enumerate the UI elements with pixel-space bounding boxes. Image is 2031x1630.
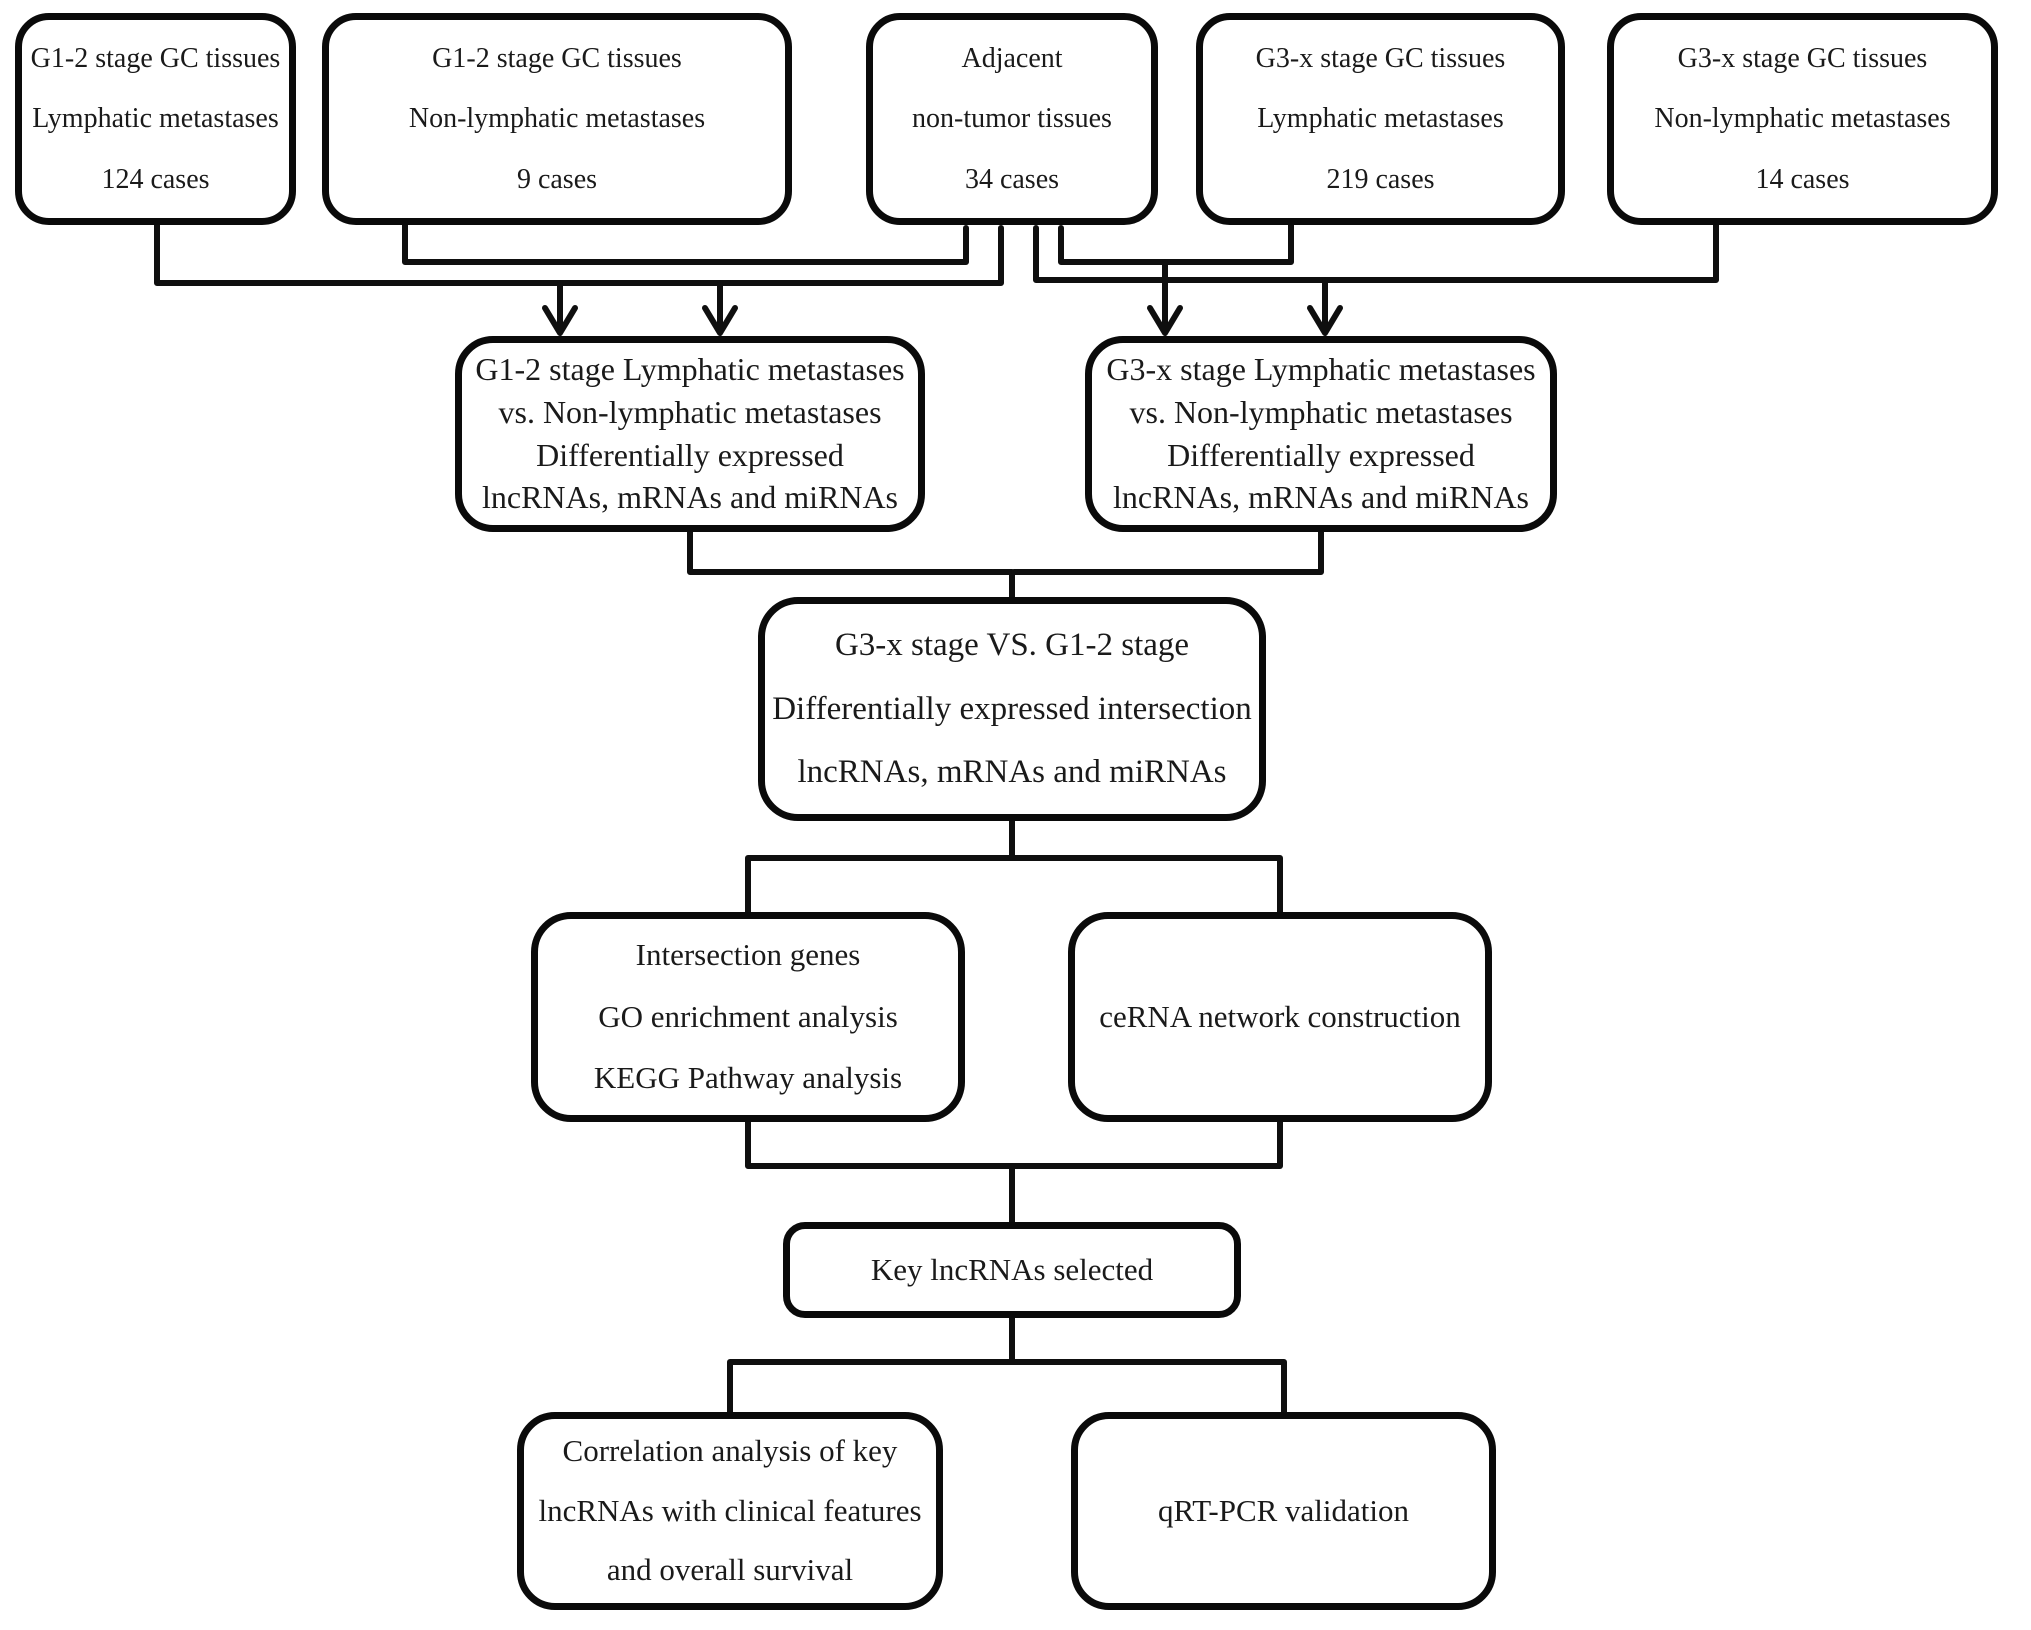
box-g3x-nonlymphatic-cases: G3-x stage GC tissues Non-lymphatic meta… — [1607, 13, 1998, 225]
connector-comparison-left-merge — [687, 529, 1015, 600]
connector-g3x-nonlymphatic-outer — [1033, 221, 1719, 283]
arrowhead-right-1 — [1147, 305, 1183, 336]
arrowhead-left-1 — [542, 305, 578, 336]
box-go-kegg-analysis: Intersection genes GO enrichment analysi… — [531, 912, 965, 1122]
box-text-line: Key lncRNAs selected — [870, 1251, 1154, 1287]
box-text-line: G1-2 stage GC tissues — [432, 42, 682, 74]
box-text-line: G3-x stage VS. G1-2 stage — [834, 627, 1190, 664]
box-cerna-network: ceRNA network construction — [1068, 912, 1492, 1122]
box-text-line: non-tumor tissues — [912, 103, 1112, 135]
connector-final-split-bar — [727, 1359, 1287, 1415]
arrowhead-left-2 — [702, 305, 738, 336]
box-text-line: Lymphatic metastases — [1257, 103, 1504, 135]
box-text-line: vs. Non-lymphatic metastases — [498, 393, 882, 430]
connector-g12-nonlymphatic-inner — [402, 221, 969, 265]
box-text-line: lncRNAs, mRNAs and miRNAs — [481, 479, 898, 516]
box-text-line: lncRNAs with clinical features — [538, 1492, 922, 1528]
box-text-line: KEGG Pathway analysis — [593, 1060, 903, 1096]
box-text-line: Intersection genes — [635, 937, 861, 973]
box-text-line: vs. Non-lymphatic metastases — [1129, 393, 1513, 430]
box-text-line: Lymphatic metastases — [32, 103, 279, 135]
connector-analysis-split-bar — [745, 855, 1283, 915]
box-text-line: Differentially expressed intersection — [772, 690, 1252, 727]
box-text-line: 14 cases — [1755, 163, 1850, 195]
box-key-lncrnas: Key lncRNAs selected — [783, 1222, 1241, 1318]
box-text-line: 34 cases — [964, 163, 1060, 195]
box-text-line: GO enrichment analysis — [598, 998, 898, 1034]
box-text-line: Adjacent — [961, 42, 1063, 74]
box-g12-lymphatic-cases: G1-2 stage GC tissues Lymphatic metastas… — [15, 13, 296, 225]
box-intersection: G3-x stage VS. G1-2 stage Differentially… — [758, 597, 1266, 821]
box-text-line: G3-x stage GC tissues — [1255, 42, 1506, 74]
box-text-line: qRT-PCR validation — [1157, 1492, 1410, 1528]
arrowhead-right-2 — [1307, 305, 1343, 336]
box-text-line: G1-2 stage GC tissues — [30, 42, 281, 74]
box-text-line: G3-x stage GC tissues — [1677, 42, 1928, 74]
connector-g12-lymphatic-outer — [154, 221, 1004, 286]
box-text-line: Differentially expressed — [1167, 436, 1475, 473]
box-qrtpcr-validation: qRT-PCR validation — [1071, 1412, 1496, 1610]
box-text-line: G1-2 stage Lymphatic metastases — [475, 351, 905, 388]
box-text-line: Correlation analysis of key — [562, 1433, 898, 1469]
box-g12-nonlymphatic-cases: G1-2 stage GC tissues Non-lymphatic meta… — [322, 13, 792, 225]
box-text-line: 9 cases — [516, 163, 598, 195]
box-text-line: lncRNAs, mRNAs and miRNAs — [797, 754, 1227, 791]
connector-g3x-lymphatic-inner — [1058, 221, 1294, 265]
connector-comparison-right-merge — [1011, 529, 1324, 575]
box-g12-comparison: G1-2 stage Lymphatic metastases vs. Non-… — [455, 336, 925, 532]
box-text-line: G3-x stage Lymphatic metastases — [1106, 351, 1536, 388]
box-text-line: ceRNA network construction — [1099, 998, 1461, 1034]
box-correlation-analysis: Correlation analysis of key lncRNAs with… — [517, 1412, 943, 1610]
box-text-line: and overall survival — [606, 1552, 854, 1588]
box-g3x-lymphatic-cases: G3-x stage GC tissues Lymphatic metastas… — [1196, 13, 1565, 225]
box-text-line: 219 cases — [1326, 163, 1435, 195]
box-text-line: Non-lymphatic metastases — [408, 103, 706, 135]
box-text-line: lncRNAs, mRNAs and miRNAs — [1112, 479, 1529, 516]
box-text-line: Differentially expressed — [536, 436, 844, 473]
connector-analysis-merge-bar — [745, 1119, 1283, 1169]
box-text-line: Non-lymphatic metastases — [1654, 103, 1951, 135]
box-text-line: 124 cases — [101, 163, 210, 195]
box-g3x-comparison: G3-x stage Lymphatic metastases vs. Non-… — [1085, 336, 1557, 532]
box-adjacent-nontumor: Adjacent non-tumor tissues 34 cases — [866, 13, 1158, 225]
